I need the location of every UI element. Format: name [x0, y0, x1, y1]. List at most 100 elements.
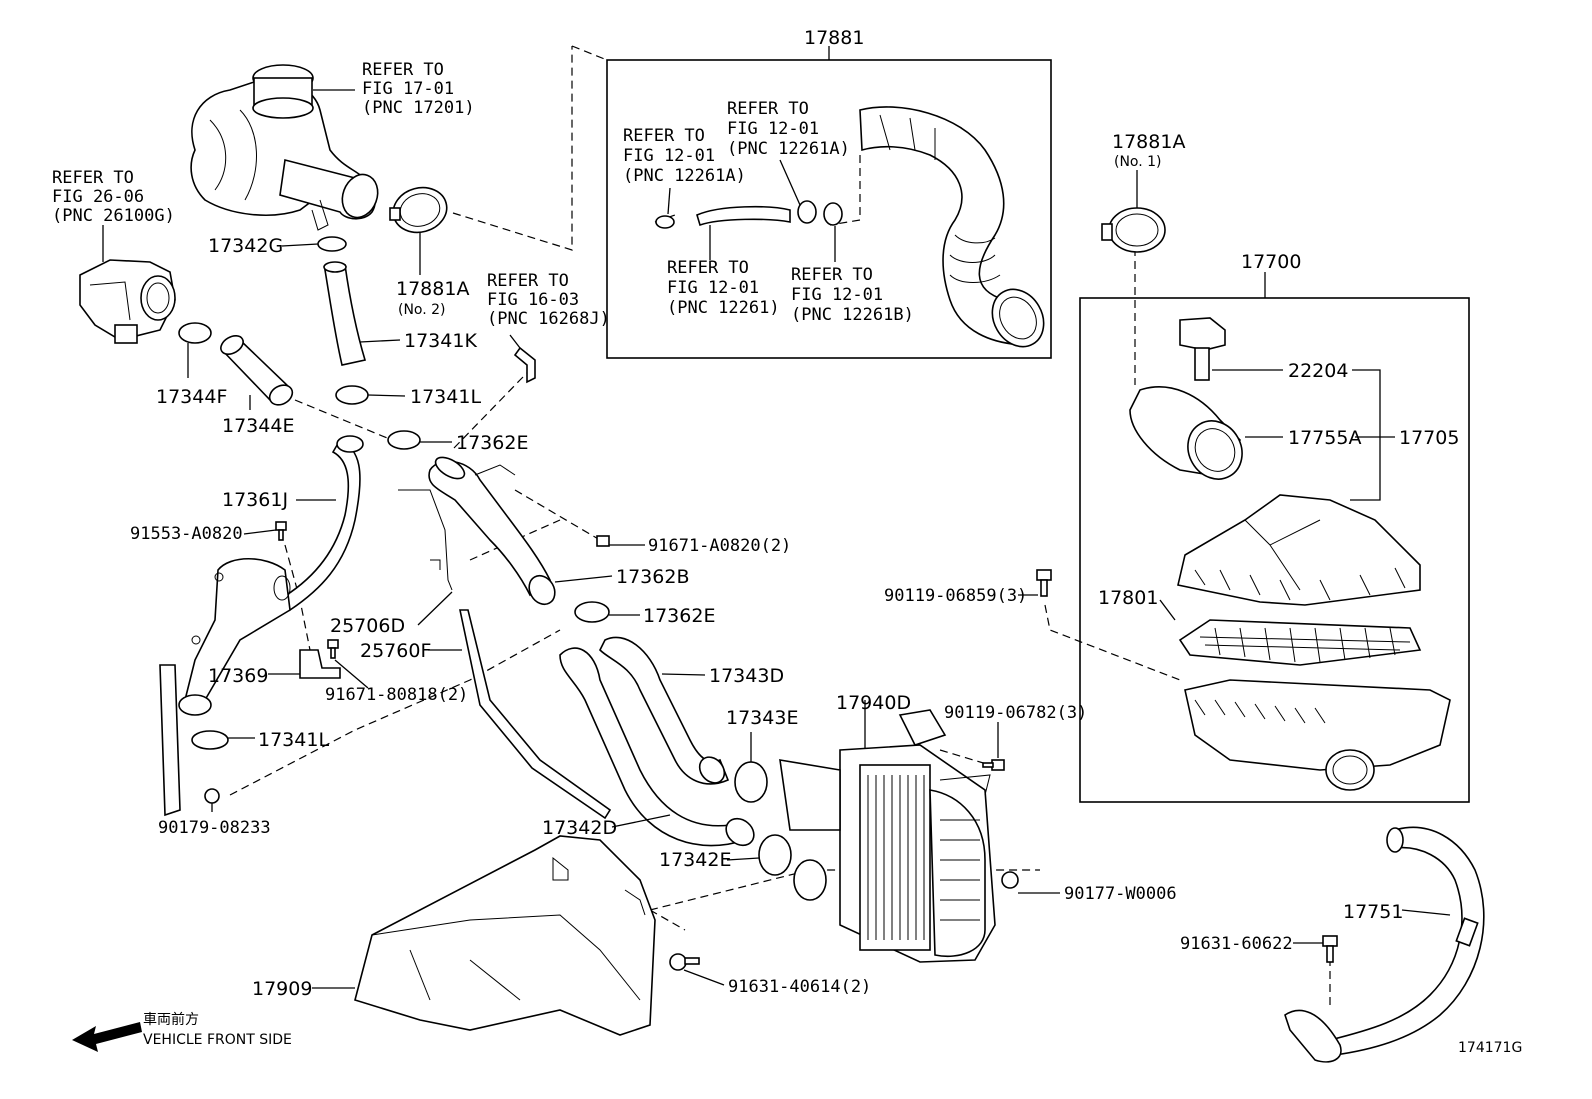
small-clamp-12261A-right — [797, 200, 817, 224]
hose-17341K — [324, 264, 367, 366]
part-91671-A0820: 91671-A0820(2) — [648, 536, 791, 556]
vehicle-front-label-jp: 車両前方 — [143, 1011, 199, 1028]
part-91671-80818: 91671-80818(2) — [325, 685, 468, 705]
air-hose-17881 — [859, 106, 1045, 348]
airflow-sensor-22204 — [1179, 317, 1226, 381]
part-25706D: 25706D — [330, 615, 405, 637]
ref-fig12-01-line3: (PNC 12261) — [667, 298, 780, 318]
air-duct-17909 — [354, 835, 656, 1036]
clamp-17342G — [317, 236, 347, 252]
part-17362B: 17362B — [616, 566, 689, 588]
ref-fig12-01b-line1: REFER TO — [791, 265, 873, 285]
part-91631-60622: 91631-60622 — [1180, 934, 1293, 954]
pipe-16268J — [513, 346, 536, 384]
bolt-91631-40614 — [669, 953, 700, 971]
clamp-17342E — [758, 834, 792, 876]
turbocharger-drawing — [190, 64, 379, 231]
part-91553: 91553-A0820 — [130, 524, 243, 544]
group-box-17700 — [1079, 297, 1470, 803]
nut-90179 — [204, 788, 220, 804]
part-17341L-bottom: 17341L — [258, 729, 329, 751]
ref-fig17-01-line3: (PNC 17201) — [362, 98, 475, 118]
vehicle-front-label-en: VEHICLE FRONT SIDE — [143, 1032, 292, 1048]
intercooler-17940D — [779, 709, 996, 963]
part-17881A-no1-sub: (No. 1) — [1114, 154, 1162, 170]
part-17362E-mid: 17362E — [643, 605, 715, 627]
ref-fig16-03-line1: REFER TO — [487, 271, 569, 291]
ref-fig16-03-line2: FIG 16-03 — [487, 290, 579, 310]
part-91631-40614: 91631-40614(2) — [728, 977, 871, 997]
ref-fig12-01a-left-line1: REFER TO — [623, 126, 705, 146]
part-17361J: 17361J — [222, 489, 288, 511]
part-90119-06859: 90119-06859(3) — [884, 586, 1027, 606]
part-17881A-no2-sub: (No. 2) — [398, 302, 446, 318]
vehicle-front-arrow-icon — [72, 1022, 142, 1052]
ref-fig12-01b-line2: FIG 12-01 — [791, 285, 883, 305]
figure-code: 174171G — [1458, 1040, 1522, 1056]
part-25760F: 25760F — [360, 640, 431, 662]
ref-fig17-01-line1: REFER TO — [362, 60, 444, 80]
part-17344E: 17344E — [222, 415, 294, 437]
group-box-17881-label: 17881 — [804, 27, 864, 49]
bolt-91671-A0820 — [596, 535, 610, 547]
clamp-17341L-top — [335, 385, 369, 405]
part-17341K: 17341K — [404, 330, 477, 352]
air-cleaner-case — [1177, 494, 1451, 791]
duct-17362B — [428, 456, 556, 606]
ref-fig12-01a-top-line3: (PNC 12261A) — [727, 139, 850, 159]
ref-fig12-01-line1: REFER TO — [667, 258, 749, 278]
part-90119-06782: 90119-06782(3) — [944, 703, 1087, 723]
clamp-17343E — [734, 761, 768, 803]
part-17341L-top: 17341L — [410, 386, 481, 408]
ref-fig12-01a-left-line3: (PNC 12261A) — [623, 166, 746, 186]
part-90179: 90179-08233 — [158, 818, 271, 838]
part-17751: 17751 — [1343, 901, 1403, 923]
ref-fig26-06-line3: (PNC 26100G) — [52, 206, 175, 226]
hose-25706D-25760F — [398, 489, 612, 820]
group-box-17700-label: 17700 — [1241, 251, 1301, 273]
bolt-90119-06859 — [1036, 569, 1052, 597]
part-17342G: 17342G — [208, 235, 283, 257]
small-clamp-12261A — [655, 215, 675, 229]
ref-fig12-01a-top-line1: REFER TO — [727, 99, 809, 119]
clamp-17362E-mid — [574, 601, 610, 623]
ref-fig12-01b-line3: (PNC 12261B) — [791, 305, 914, 325]
clamp-17362E-top — [387, 430, 421, 450]
part-17801: 17801 — [1098, 587, 1158, 609]
bolt-90119-06782 — [982, 759, 1005, 771]
clamp-17881A-no2 — [389, 186, 448, 234]
part-17362E-top: 17362E — [456, 432, 528, 454]
ref-fig26-06-line2: FIG 26-06 — [52, 187, 144, 207]
part-17343D: 17343D — [709, 665, 784, 687]
part-17342D: 17342D — [542, 817, 617, 839]
part-17881A-no2: 17881A — [396, 278, 469, 300]
throttle-body-drawing — [79, 259, 176, 344]
clamp-17344F — [178, 322, 212, 344]
part-17705: 17705 — [1399, 427, 1459, 449]
ref-fig17-01-line2: FIG 17-01 — [362, 79, 454, 99]
clamp-17881A-no1 — [1101, 207, 1166, 253]
ref-fig26-06-line1: REFER TO — [52, 168, 134, 188]
part-17940D: 17940D — [836, 692, 911, 714]
clamp-17341L-bottom — [191, 730, 229, 750]
hose-17751 — [1284, 826, 1485, 1063]
ref-fig12-01a-left-line2: FIG 12-01 — [623, 146, 715, 166]
part-17342E: 17342E — [659, 849, 731, 871]
ref-fig16-03-line3: (PNC 16268J) — [487, 309, 610, 329]
bolt-91553 — [275, 521, 287, 541]
intake-pipe-lower-left — [159, 558, 291, 817]
small-hose-12261 — [696, 205, 791, 227]
part-17343E: 17343E — [726, 707, 798, 729]
nut-90177 — [1001, 871, 1019, 889]
part-17344F: 17344F — [156, 386, 227, 408]
small-clamp-12261B — [823, 202, 843, 226]
part-17369: 17369 — [208, 665, 268, 687]
part-17909: 17909 — [252, 978, 312, 1000]
meter-body-17755A — [1129, 386, 1243, 480]
part-17881A-no1: 17881A — [1112, 131, 1185, 153]
bolt-91631-60622 — [1322, 935, 1338, 963]
part-17755A: 17755A — [1288, 427, 1361, 449]
part-90177: 90177-W0006 — [1064, 884, 1177, 904]
ref-fig12-01-line2: FIG 12-01 — [667, 278, 759, 298]
